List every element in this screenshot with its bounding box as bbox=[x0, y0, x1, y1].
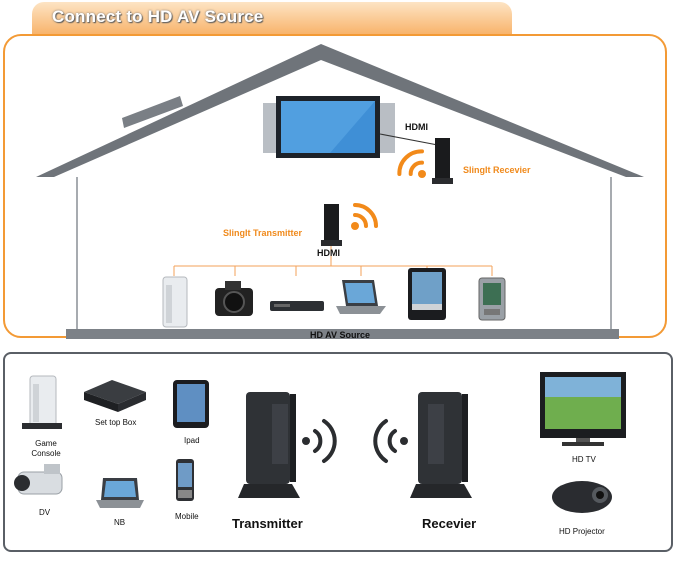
pda-icon bbox=[478, 277, 506, 321]
chimney bbox=[122, 96, 183, 128]
mobile-label: Mobile bbox=[175, 512, 199, 521]
ipad-label: Ipad bbox=[184, 436, 200, 445]
mobile-icon bbox=[176, 459, 194, 501]
tablet-icon bbox=[408, 268, 446, 320]
nb-label: NB bbox=[114, 518, 126, 527]
slingit-transmitter-icon bbox=[321, 204, 342, 246]
camera-icon bbox=[215, 281, 253, 316]
transmitter-device-icon bbox=[238, 392, 300, 498]
set-top-box-label: Set top Box bbox=[95, 418, 137, 427]
dv-label: DV bbox=[39, 508, 51, 517]
hd-projector-icon bbox=[552, 481, 612, 513]
hdmi-distribution-lines bbox=[173, 246, 493, 276]
hdmi-cable-top bbox=[379, 133, 444, 147]
dv-camera-icon bbox=[14, 464, 63, 495]
hdmi-top-label: HDMI bbox=[405, 122, 428, 132]
wall-tv-icon bbox=[263, 96, 395, 158]
xbox-icon bbox=[162, 276, 188, 328]
nb-laptop-icon bbox=[96, 478, 144, 508]
game-console-icon bbox=[22, 375, 62, 429]
receiver-signal-icon bbox=[373, 419, 408, 463]
slingit-receiver-icon bbox=[432, 138, 453, 184]
hd-tv-icon bbox=[540, 372, 626, 446]
set-top-box-icon bbox=[84, 380, 146, 412]
hd-tv-label: HD TV bbox=[572, 455, 596, 464]
game-console-label: Game Console bbox=[31, 439, 61, 458]
header-tab bbox=[32, 2, 512, 34]
floor-bar bbox=[66, 329, 619, 339]
receiver-label: SlingIt Recevier bbox=[463, 165, 531, 175]
receiver-wifi-icon bbox=[397, 149, 426, 178]
hdmi-bottom-label: HDMI bbox=[317, 248, 340, 258]
transmitter-label: SlingIt Transmitter bbox=[223, 228, 303, 238]
transmitter-title: Transmitter bbox=[232, 516, 303, 531]
transmitter-signal-icon bbox=[302, 419, 337, 463]
receiver-title: Recevier bbox=[422, 516, 477, 531]
hd-av-source-label: HD AV Source bbox=[310, 330, 371, 340]
receiver-device-icon bbox=[410, 392, 472, 498]
transmitter-wifi-icon bbox=[351, 203, 378, 230]
house-panel bbox=[3, 34, 667, 338]
ipad-icon bbox=[173, 380, 209, 428]
page-title: Connect to HD AV Source bbox=[52, 7, 264, 26]
laptop-icon bbox=[336, 280, 386, 314]
dvd-player-icon bbox=[270, 301, 324, 311]
hd-projector-label: HD Projector bbox=[559, 527, 605, 536]
